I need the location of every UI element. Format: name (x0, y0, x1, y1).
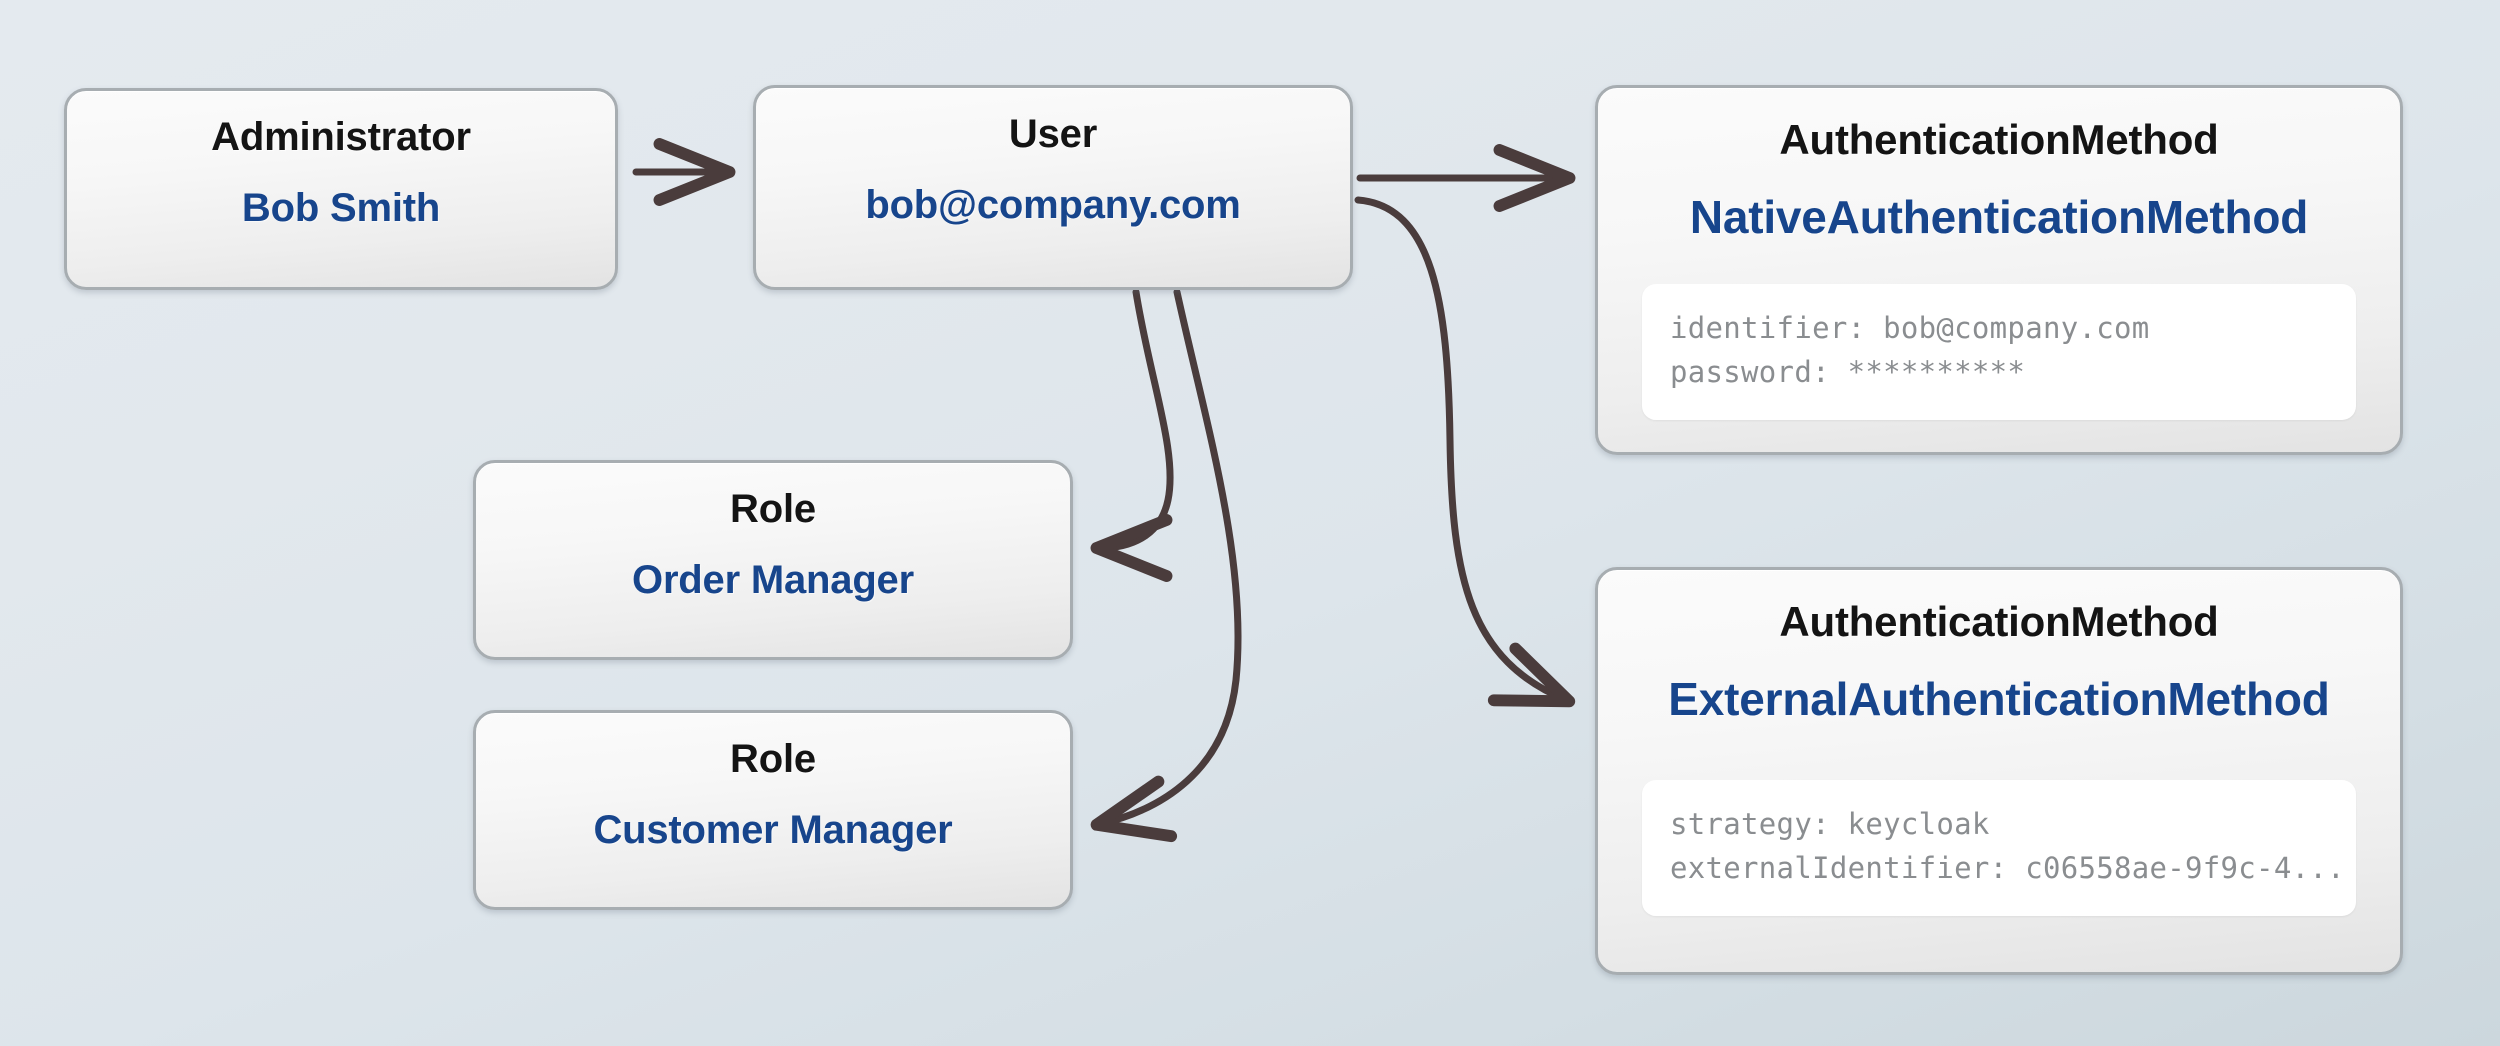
node-auth-external-details: strategy: keycloak externalIdentifier: c… (1642, 780, 2356, 917)
node-administrator[interactable]: Administrator Bob Smith (64, 88, 618, 290)
node-auth-external[interactable]: AuthenticationMethod ExternalAuthenticat… (1595, 567, 2403, 975)
node-administrator-type: Administrator (211, 115, 471, 159)
node-role-customer-manager-type: Role (730, 737, 816, 781)
edge-user-to-role-order-manager (1090, 288, 1174, 582)
node-role-order-manager[interactable]: Role Order Manager (473, 460, 1073, 660)
detail-line: password: ********** (1670, 355, 2026, 390)
detail-line: identifier: bob@company.com (1670, 311, 2150, 345)
node-user-type: User (1008, 112, 1098, 156)
node-auth-native-details: identifier: bob@company.com password: **… (1642, 284, 2356, 421)
detail-line: externalIdentifier: c06558ae-9f9c-4... (1670, 851, 2345, 886)
edge-user-to-auth-external (1354, 196, 1576, 708)
node-administrator-label: Bob Smith (241, 186, 441, 230)
node-auth-external-type: AuthenticationMethod (1779, 598, 2219, 645)
node-role-order-manager-type: Role (730, 487, 816, 531)
node-auth-external-label: ExternalAuthenticationMethod (1668, 673, 2330, 725)
node-auth-native-label: NativeAuthenticationMethod (1689, 191, 2309, 243)
node-user-label: bob@company.com (865, 183, 1241, 227)
node-auth-native[interactable]: AuthenticationMethod NativeAuthenticatio… (1595, 85, 2403, 455)
node-role-customer-manager-label: Customer Manager (593, 808, 953, 852)
node-role-order-manager-label: Order Manager (632, 558, 914, 602)
node-user[interactable]: User bob@company.com (753, 85, 1353, 290)
edge-user-to-role-customer-manager (1090, 288, 1242, 843)
node-auth-native-type: AuthenticationMethod (1779, 116, 2219, 163)
node-role-customer-manager[interactable]: Role Customer Manager (473, 710, 1073, 910)
detail-line: strategy: keycloak (1670, 807, 1990, 841)
